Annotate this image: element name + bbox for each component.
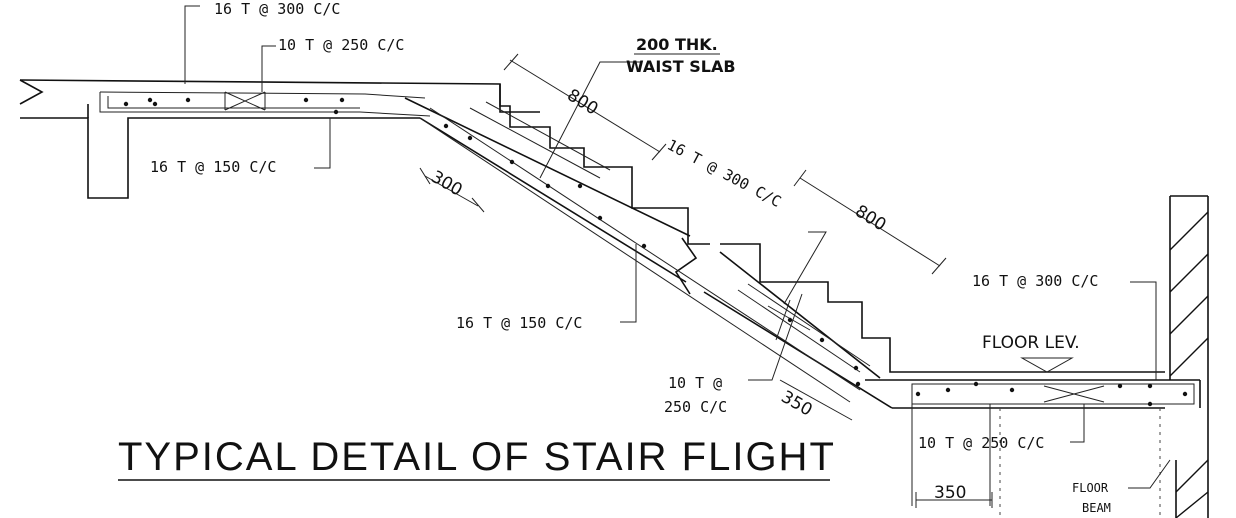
landing-lap-dimension: 350 [934,483,966,503]
floor-beam-label-line2: BEAM [1082,501,1111,515]
mid-top-bar-label: 16 T @ 300 C/C [664,136,784,211]
top-bar-label: 16 T @ 300 C/C [214,0,340,18]
left-bottom-bar-label: 16 T @ 150 C/C [150,158,276,176]
floor-beam-label-line1: FLOOR [1072,481,1109,495]
right-wall [1169,195,1209,518]
leader-lines [184,5,1171,489]
distribution-bar-label-line1: 10 T @ [668,374,722,392]
distribution-bar-label-line2: 250 C/C [664,398,727,416]
waist-slab-label-line1: 200 THK. [636,35,718,54]
waist-slab [330,97,1165,409]
right-top-bar-label: 16 T @ 300 C/C [972,272,1098,290]
waist-slab-label-line2: WAIST SLAB [626,57,736,76]
top-bar-2-label: 10 T @ 250 C/C [278,36,404,54]
floor-level-label: FLOOR LEV. [982,333,1080,353]
lower-landing [865,379,1201,518]
mid-bottom-bar-label: 16 T @ 150 C/C [456,314,582,332]
upper-anchorage-dimension: 800 [563,85,601,119]
drawing-title: TYPICAL DETAIL OF STAIR FLIGHT [118,435,836,479]
dimension-lines [419,53,993,508]
stair-steps [499,84,1165,373]
landing-bar-label: 10 T @ 250 C/C [918,434,1044,452]
lower-lap-dimension: 350 [778,387,816,421]
